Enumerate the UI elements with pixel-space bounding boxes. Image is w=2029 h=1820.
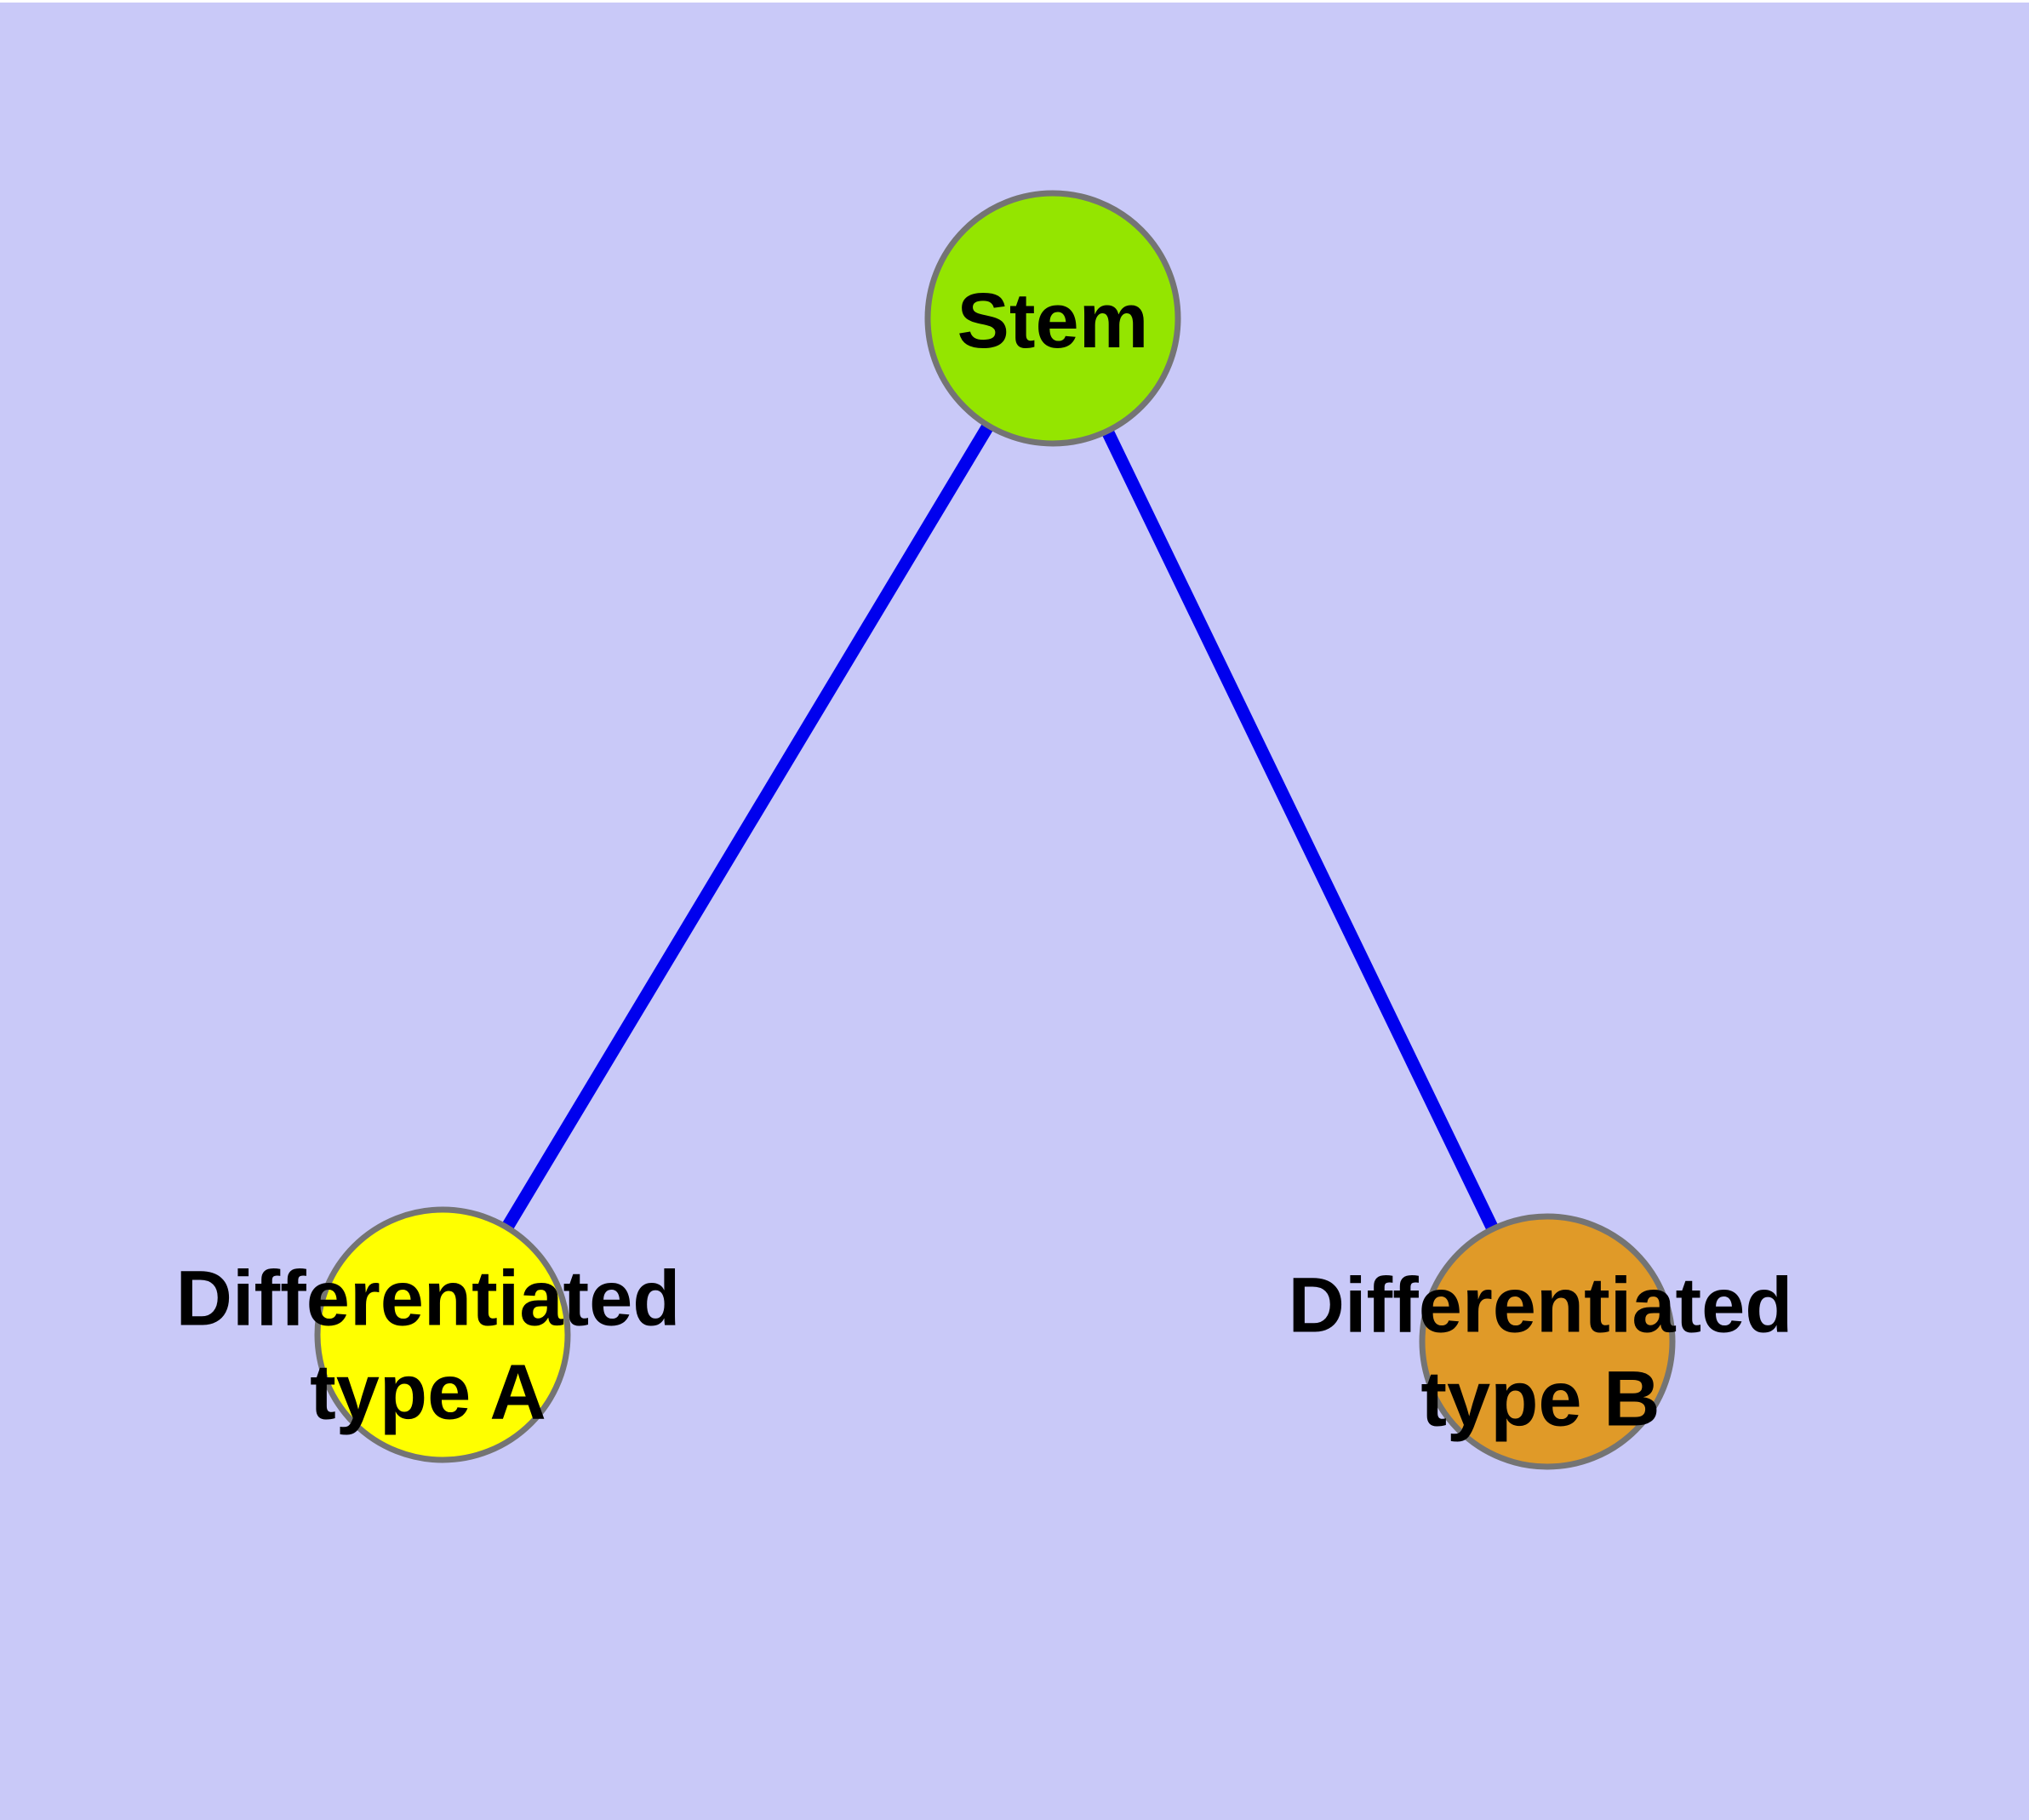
type-a-node-circle <box>314 1206 571 1463</box>
edge-stem-to-type-a <box>437 315 1059 1338</box>
graph-svg <box>314 190 1676 1470</box>
edge-stem-to-type-b <box>1047 315 1553 1345</box>
type-b-node-circle <box>1419 1213 1676 1470</box>
stem-node-circle <box>924 190 1181 447</box>
